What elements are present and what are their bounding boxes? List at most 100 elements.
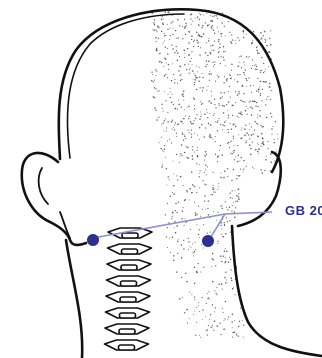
stipple-dot: [193, 314, 194, 315]
stipple-dot: [211, 50, 212, 51]
stipple-dot: [212, 325, 213, 326]
stipple-dot: [243, 72, 245, 74]
stipple-dot: [231, 321, 233, 323]
stipple-dot: [270, 99, 271, 100]
stipple-dot: [243, 172, 244, 173]
stipple-dot: [229, 257, 230, 258]
stipple-dot: [185, 138, 186, 139]
stipple-dot: [227, 319, 228, 320]
stipple-dot: [223, 328, 225, 330]
stipple-dot: [270, 44, 272, 46]
stipple-dot: [213, 211, 214, 212]
stipple-dot: [208, 61, 209, 62]
vertebra-body: [119, 329, 135, 334]
stipple-dot: [176, 46, 177, 47]
stipple-dot: [216, 325, 217, 326]
stipple-dot: [209, 71, 210, 72]
stipple-dot: [176, 136, 177, 137]
stipple-dot: [216, 220, 217, 221]
stipple-dot: [272, 126, 273, 127]
stipple-dot: [156, 41, 157, 42]
stipple-dot: [165, 100, 166, 101]
stipple-dot: [266, 81, 267, 82]
stipple-dot: [211, 28, 212, 29]
stipple-dot: [184, 109, 185, 110]
stipple-dot: [170, 252, 171, 253]
stipple-dot: [195, 242, 196, 243]
stipple-dot: [173, 193, 174, 194]
stipple-dot: [172, 63, 173, 64]
stipple-dot: [174, 82, 175, 83]
stipple-dot: [191, 247, 192, 248]
stipple-dot: [250, 154, 252, 156]
stipple-dot: [261, 143, 262, 144]
stipple-dot: [186, 25, 187, 26]
stipple-dot: [202, 319, 203, 320]
stipple-dot: [204, 172, 205, 173]
stipple-dot: [181, 218, 182, 219]
stipple-dot: [178, 104, 180, 106]
stipple-dot: [213, 330, 214, 331]
stipple-dot: [168, 69, 169, 70]
stipple-dot: [165, 74, 166, 75]
stipple-dot: [227, 110, 228, 111]
stipple-dot: [219, 43, 220, 44]
stipple-dot: [161, 104, 162, 105]
stipple-dot: [232, 64, 233, 65]
stipple-dot: [191, 123, 192, 124]
stipple-dot: [178, 99, 179, 100]
stipple-dot: [186, 157, 187, 158]
stipple-dot: [210, 46, 211, 47]
stipple-dot: [171, 121, 173, 123]
stipple-dot: [220, 177, 221, 178]
stipple-dot: [176, 271, 177, 272]
stipple-dot: [164, 35, 165, 36]
stipple-dot: [165, 214, 166, 215]
stipple-dot: [252, 60, 253, 61]
stipple-dot: [261, 100, 262, 101]
stipple-dot: [252, 134, 253, 135]
stipple-dot: [179, 56, 180, 57]
stipple-dot: [231, 77, 232, 78]
stipple-dot: [177, 225, 178, 226]
stipple-dot: [167, 141, 168, 142]
stipple-dot: [210, 134, 211, 135]
stipple-dot: [224, 121, 225, 122]
stipple-dot: [234, 320, 235, 321]
stipple-dot: [207, 55, 208, 56]
stipple-dot: [234, 79, 235, 80]
stipple-dot: [240, 169, 241, 170]
stipple-dot: [164, 33, 165, 34]
stipple-dot: [175, 108, 176, 109]
stipple-dot: [204, 155, 206, 157]
stipple-dot: [245, 69, 246, 70]
stipple-dot: [214, 311, 215, 312]
stipple-dot: [238, 335, 239, 336]
stipple-dot: [172, 34, 173, 35]
stipple-dot: [199, 127, 200, 128]
stipple-dot: [237, 145, 238, 146]
stipple-dot: [259, 110, 260, 111]
stipple-dot: [179, 156, 180, 157]
stipple-dot: [222, 124, 223, 125]
stipple-dot: [241, 114, 242, 115]
stipple-dot: [161, 19, 163, 21]
stipple-dot: [240, 308, 241, 309]
stipple-dot: [232, 190, 233, 191]
stipple-dot: [174, 227, 175, 228]
stipple-dot: [184, 200, 186, 202]
stipple-dot: [161, 31, 162, 32]
stipple-dot: [197, 147, 198, 148]
stipple-dot: [178, 239, 179, 240]
stipple-dot: [224, 277, 226, 279]
stipple-dot: [220, 255, 222, 257]
stipple-dot: [188, 241, 189, 242]
stipple-dot: [171, 101, 172, 102]
stipple-dot: [216, 15, 217, 16]
stipple-dot: [197, 135, 198, 136]
stipple-dot: [210, 232, 211, 233]
stipple-dot: [161, 137, 162, 138]
stipple-dot: [207, 298, 208, 299]
stipple-dot: [211, 103, 212, 104]
stipple-dot: [270, 113, 271, 114]
